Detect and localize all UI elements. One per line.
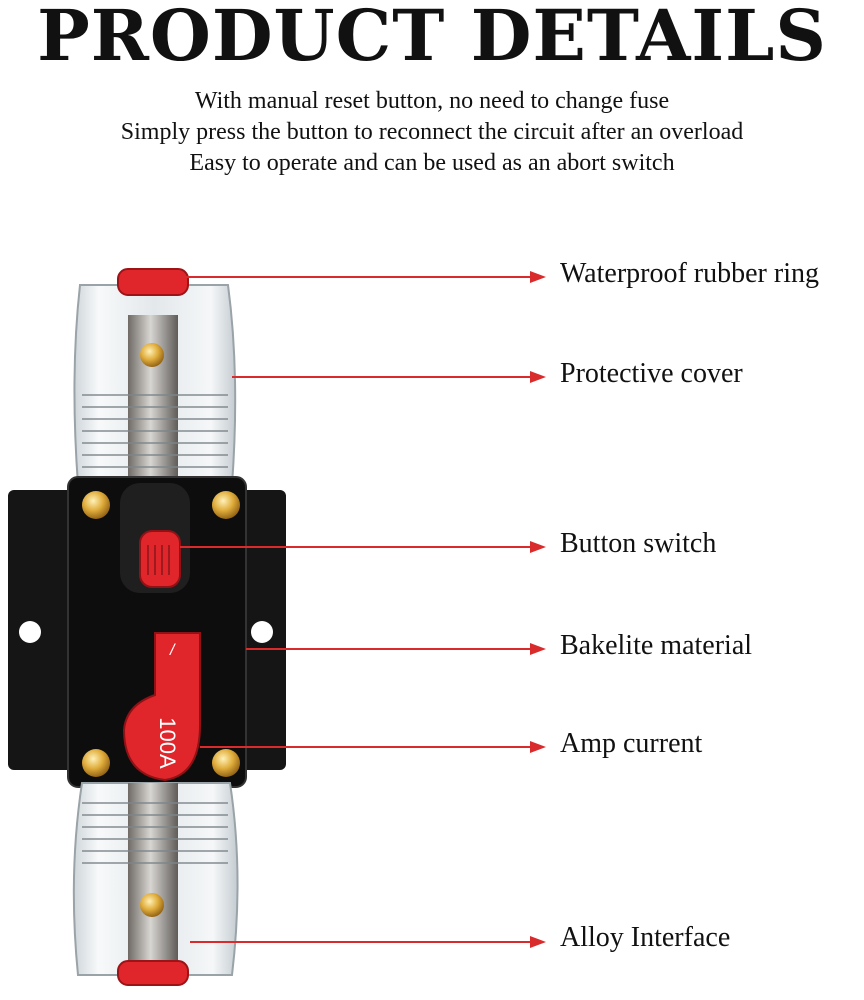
feature-line-3: Easy to operate and can be used as an ab… <box>189 150 675 176</box>
top-protective-cover <box>73 284 237 486</box>
bottom-protective-cover <box>72 782 239 976</box>
bottom-rubber-ring <box>117 960 189 986</box>
callout-line-protective-cover <box>232 376 532 378</box>
lever-mark: / <box>169 642 176 659</box>
feature-line-2: Simply press the button to reconnect the… <box>120 119 744 145</box>
callout-arrow-button-switch <box>530 541 546 553</box>
label-amp-current: Amp current <box>560 728 703 759</box>
callout-arrow-amp-current <box>530 741 546 753</box>
label-protective-cover: Protective cover <box>560 358 743 389</box>
page-title: PRODUCT DETAILS <box>37 0 827 77</box>
reset-button <box>139 530 181 588</box>
callout-arrow-alloy-interface <box>530 936 546 948</box>
label-button-switch: Button switch <box>560 528 717 559</box>
callout-arrow-protective-cover <box>530 371 546 383</box>
callout-line-alloy-interface <box>190 941 532 943</box>
circuit-breaker-product-image: / 100A <box>8 268 286 986</box>
feature-line-1: With manual reset button, no need to cha… <box>194 88 670 114</box>
top-rubber-ring <box>117 268 189 296</box>
label-bakelite-material: Bakelite material <box>560 630 753 661</box>
callout-line-button-switch <box>180 546 532 548</box>
callout-arrow-bakelite <box>530 643 546 655</box>
callout-line-bakelite <box>246 648 532 650</box>
label-alloy-interface: Alloy Interface <box>560 922 731 953</box>
amp-rating-text: 100A <box>155 717 180 769</box>
label-waterproof-rubber-ring: Waterproof rubber ring <box>560 258 819 289</box>
callout-line-amp-current <box>200 746 532 748</box>
callout-arrow-rubber-ring <box>530 271 546 283</box>
red-lever <box>122 632 201 782</box>
callout-line-rubber-ring <box>180 276 532 278</box>
